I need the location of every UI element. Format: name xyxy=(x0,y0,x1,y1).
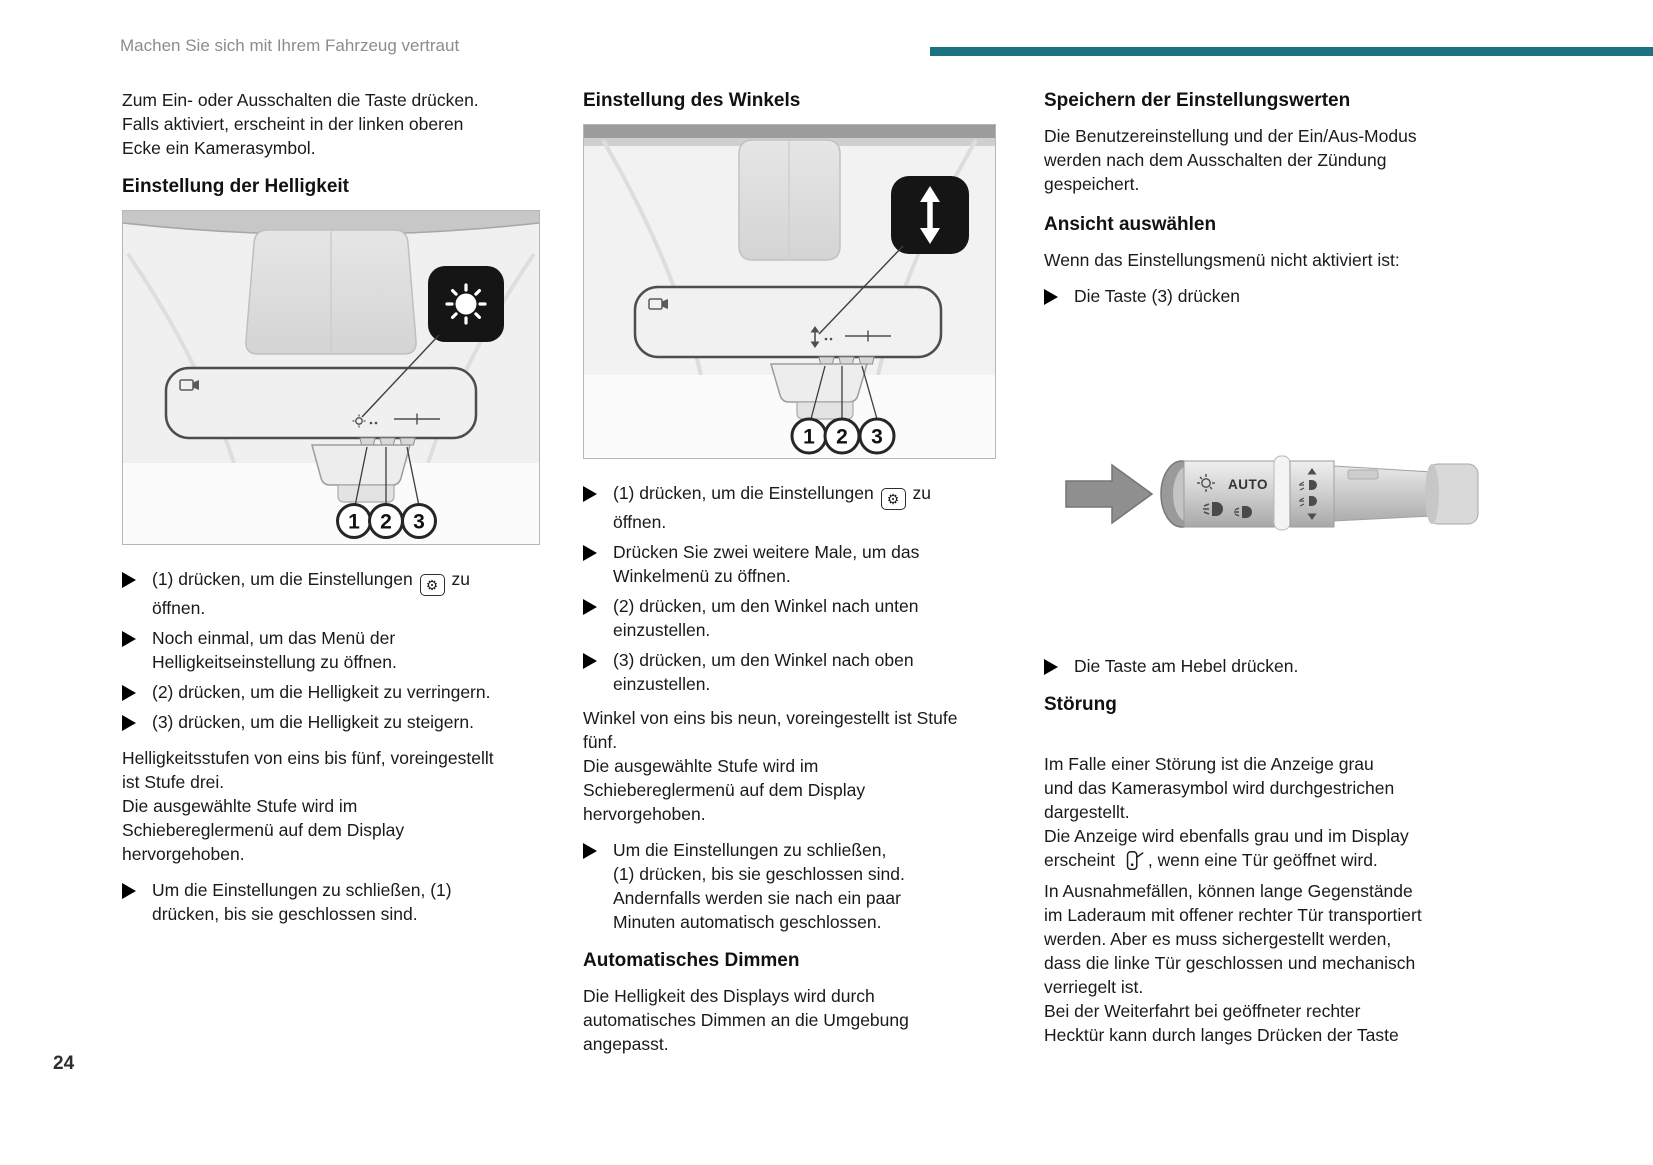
bullet-arrow-icon xyxy=(122,567,152,620)
bullet-arrow-icon xyxy=(583,648,613,696)
number-callout-lines xyxy=(354,446,420,507)
fault-text-before: Im Falle einer Störung ist die Anzeige g… xyxy=(1044,754,1409,870)
svg-text:3: 3 xyxy=(413,511,425,534)
brightness-levels-paragraph: Helligkeitsstufen von eins bis fünf, vor… xyxy=(122,748,494,864)
camera-icon xyxy=(648,298,668,310)
light-stalk-illustration: AUTO xyxy=(1065,455,1479,531)
mirror-housing xyxy=(245,229,417,355)
badge-callout-line xyxy=(818,245,904,335)
angle-illustration: 1 2 3 xyxy=(583,124,996,459)
select-view-paragraph: Wenn das Einstellungsmenü nicht aktivier… xyxy=(1044,250,1400,270)
bullet-arrow-icon xyxy=(583,540,613,588)
bullet-arrow-icon xyxy=(122,878,152,926)
camera-icon xyxy=(179,379,199,391)
list-item: Noch einmal, um das Menü der Helligkeits… xyxy=(122,626,546,674)
list-item: (3) drücken, um den Winkel nach oben ein… xyxy=(583,648,1007,696)
lever-press-step: Die Taste am Hebel drücken. xyxy=(1044,654,1518,678)
bullet-arrow-icon xyxy=(122,680,152,704)
callout-1: 1 xyxy=(336,503,372,539)
mirror-buttons xyxy=(818,356,875,365)
brightness-close-step: Um die Einstellungen zu schließen, (1) d… xyxy=(122,878,546,926)
intro-paragraph: Zum Ein- oder Ausschalten die Taste drüc… xyxy=(122,90,479,158)
column-right: Speichern der Einstellungswerten Die Ben… xyxy=(1044,88,1518,1047)
svg-text:2: 2 xyxy=(836,426,848,449)
brightness-indicator-icon xyxy=(352,414,378,428)
heading-save-settings: Speichern der Einstellungswerten xyxy=(1044,90,1351,111)
select-view-step: Die Taste (3) drücken xyxy=(1044,284,1518,308)
auto-dimming-paragraph: Die Helligkeit des Displays wird durch a… xyxy=(583,986,909,1054)
heading-fault: Störung xyxy=(1044,694,1117,715)
number-callout-lines xyxy=(810,365,878,420)
svg-text:1: 1 xyxy=(348,511,360,534)
sun-icon xyxy=(445,283,487,325)
list-item: (2) drücken, um die Helligkeit zu verrin… xyxy=(122,680,546,704)
callout-2: 2 xyxy=(368,503,404,539)
callout-3: 3 xyxy=(858,417,896,455)
page-number: 24 xyxy=(53,1053,75,1074)
callout-3: 3 xyxy=(401,503,437,539)
selector-symbols xyxy=(1299,468,1317,520)
list-item: Drücken Sie zwei weitere Male, um das Wi… xyxy=(583,540,1007,588)
brightness-illustration: 1 2 3 xyxy=(122,210,540,545)
fault-paragraph: Im Falle einer Störung ist die Anzeige g… xyxy=(1044,728,1518,1047)
heading-auto-dimming: Automatisches Dimmen xyxy=(583,950,800,971)
up-down-arrow-icon xyxy=(920,186,940,244)
angle-indicator-icon xyxy=(810,326,833,348)
mirror-buttons xyxy=(359,437,416,446)
door-open-icon xyxy=(1122,849,1146,879)
light-stalk: AUTO xyxy=(1160,455,1479,531)
heading-brightness-adjustment: Einstellung der Helligkeit xyxy=(122,176,349,197)
bullet-arrow-icon xyxy=(1044,654,1074,678)
angle-levels-paragraph: Winkel von eins bis neun, voreingestellt… xyxy=(583,708,958,824)
badge-callout-line xyxy=(361,334,440,418)
figure-light-stalk: AUTO xyxy=(1060,420,1518,570)
bullet-arrow-icon xyxy=(583,594,613,642)
brightness-symbol xyxy=(1197,474,1215,492)
figure-brightness-adjustment: 1 2 3 xyxy=(122,210,546,545)
bullet-arrow-icon xyxy=(583,838,613,934)
list-item: (1) drücken, um die Einstellungen ⚙ zu ö… xyxy=(122,567,546,620)
slider-indicator xyxy=(394,413,440,425)
pointer-arrow-icon xyxy=(1065,463,1154,525)
list-item: Um die Einstellungen zu schließen, (1) d… xyxy=(583,838,1007,934)
svg-text:3: 3 xyxy=(871,426,883,449)
angle-close-step: Um die Einstellungen zu schließen, (1) d… xyxy=(583,838,1007,934)
svg-text:1: 1 xyxy=(803,426,815,449)
gear-icon: ⚙ xyxy=(419,574,445,596)
auto-label: AUTO xyxy=(1228,477,1268,492)
gear-icon: ⚙ xyxy=(880,488,906,510)
column-middle: Einstellung des Winkels xyxy=(583,88,1007,1056)
accent-bar xyxy=(930,47,1653,56)
list-item: (2) drücken, um den Winkel nach unten ei… xyxy=(583,594,1007,642)
brightness-steps: (1) drücken, um die Einstellungen ⚙ zu ö… xyxy=(122,567,546,734)
angle-steps: (1) drücken, um die Einstellungen ⚙ zu ö… xyxy=(583,481,1007,696)
list-item: Die Taste (3) drücken xyxy=(1044,284,1518,308)
heading-select-view: Ansicht auswählen xyxy=(1044,214,1217,235)
slider-indicator xyxy=(845,330,891,342)
mirror-mount xyxy=(770,363,868,420)
callout-2: 2 xyxy=(823,417,861,455)
column-left: Zum Ein- oder Ausschalten die Taste drüc… xyxy=(122,88,546,932)
list-item: (3) drücken, um die Helligkeit zu steige… xyxy=(122,710,546,734)
callout-1: 1 xyxy=(790,417,828,455)
heading-angle-adjustment: Einstellung des Winkels xyxy=(583,90,801,111)
mirror-housing xyxy=(738,139,841,261)
fog-light-icons xyxy=(1203,502,1252,518)
rear-view-mirror xyxy=(164,366,478,440)
list-item: Die Taste am Hebel drücken. xyxy=(1044,654,1518,678)
fault-text-after: , wenn eine Tür geöffnet wird. In Ausnah… xyxy=(1044,850,1422,1045)
figure-angle-adjustment: 1 2 3 xyxy=(583,124,1007,459)
angle-badge xyxy=(891,176,969,254)
bullet-arrow-icon xyxy=(1044,284,1074,308)
rear-view-mirror xyxy=(633,285,943,359)
bullet-arrow-icon xyxy=(122,626,152,674)
list-item: Um die Einstellungen zu schließen, (1) d… xyxy=(122,878,546,926)
save-settings-paragraph: Die Benutzereinstellung und der Ein/Aus-… xyxy=(1044,126,1417,194)
list-item: (1) drücken, um die Einstellungen ⚙ zu ö… xyxy=(583,481,1007,534)
svg-text:2: 2 xyxy=(380,511,392,534)
brightness-badge xyxy=(428,266,504,342)
bullet-arrow-icon xyxy=(583,481,613,534)
running-header: Machen Sie sich mit Ihrem Fahrzeug vertr… xyxy=(120,36,460,55)
bullet-arrow-icon xyxy=(122,710,152,734)
